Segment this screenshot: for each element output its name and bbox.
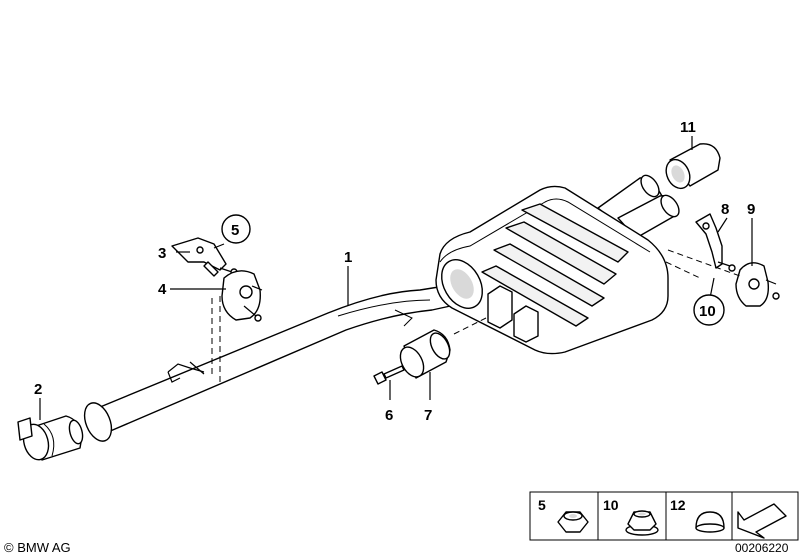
callout-3: 3 — [158, 245, 166, 262]
leader-lines — [39, 136, 753, 420]
callout-5-circle — [221, 214, 251, 244]
callout-9: 9 — [747, 201, 755, 218]
hex-nut-icon — [557, 511, 589, 533]
silencer-bracket[interactable] — [695, 213, 736, 272]
legend-label-12: 12 — [670, 497, 686, 513]
callout-5: 5 — [231, 222, 239, 239]
callout-2: 2 — [34, 381, 42, 398]
legend-label-10: 10 — [603, 497, 619, 513]
callouts: 1 2 3 4 5 6 7 8 9 10 11 — [34, 119, 755, 424]
bolt[interactable] — [373, 365, 405, 385]
callout-6: 6 — [385, 407, 393, 424]
rubber-sleeve[interactable] — [396, 329, 454, 381]
rubber-mount[interactable] — [221, 270, 263, 322]
pipe-clamp[interactable] — [17, 415, 85, 462]
tailpipe-trim[interactable] — [662, 143, 721, 192]
rubber-mount-right[interactable] — [735, 262, 780, 307]
callout-10: 10 — [699, 303, 716, 320]
callout-8: 8 — [721, 201, 729, 218]
document-number: 00206220 — [735, 541, 789, 555]
plug-icon — [695, 511, 725, 533]
callout-10-circle — [693, 294, 725, 326]
fastener-legend: 5 10 12 — [529, 491, 799, 541]
callout-1: 1 — [344, 249, 352, 266]
flange-nut-icon — [625, 510, 659, 536]
rear-silencer[interactable] — [433, 172, 682, 355]
direction-arrow-icon — [737, 503, 787, 539]
callout-4: 4 — [158, 281, 167, 298]
callout-11: 11 — [680, 119, 696, 136]
callout-7: 7 — [424, 407, 432, 424]
copyright-notice: © BMW AG — [4, 540, 71, 555]
bracket[interactable] — [171, 237, 238, 277]
legend-label-5: 5 — [538, 497, 546, 513]
